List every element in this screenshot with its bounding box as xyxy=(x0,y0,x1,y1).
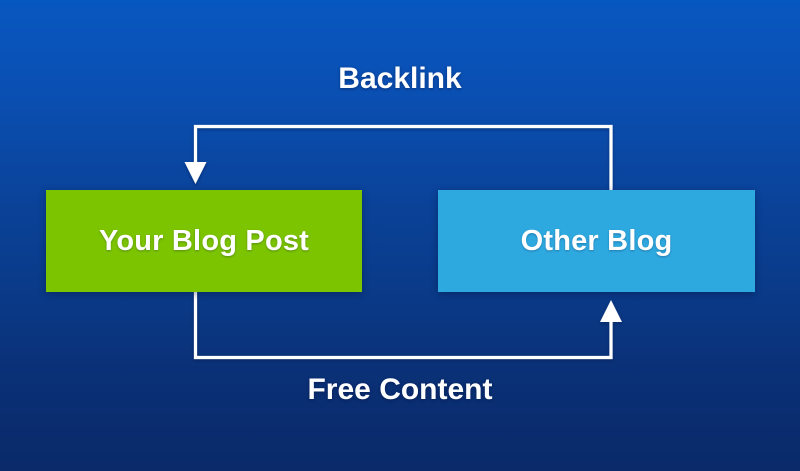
node-label-other-blog: Other Blog xyxy=(520,224,673,257)
backlink-connector xyxy=(184,124,613,190)
free-content-connector xyxy=(193,292,622,360)
node-label-your-blog-post: Your Blog Post xyxy=(98,224,310,257)
node-your-blog-post[interactable]: Your Blog Post xyxy=(46,190,362,292)
backlink-path xyxy=(193,124,613,190)
free-content-arrowhead-icon xyxy=(600,300,622,322)
edge-label-backlink: Backlink xyxy=(338,62,462,95)
node-other-blog[interactable]: Other Blog xyxy=(438,190,755,292)
edge-label-free-content: Free Content xyxy=(307,373,493,406)
free-content-path xyxy=(193,292,613,360)
backlink-arrowhead-icon xyxy=(184,162,207,184)
